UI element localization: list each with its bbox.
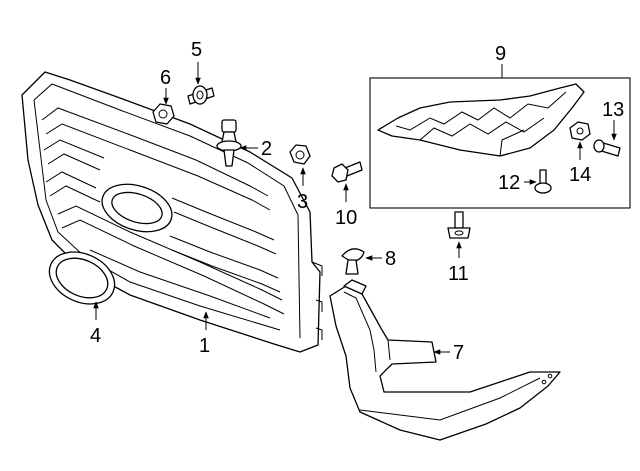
callout-13: 13 <box>602 99 624 121</box>
callout-11: 11 <box>448 263 469 285</box>
bracket-bolt-13 <box>593 139 621 157</box>
callout-8: 8 <box>385 248 396 270</box>
rivet-clip <box>216 119 242 167</box>
bracket-stud-12 <box>534 169 552 194</box>
bolt-10 <box>331 161 363 183</box>
emblem <box>48 251 116 305</box>
reinforcement-box <box>369 77 631 209</box>
callout-7: 7 <box>453 342 464 364</box>
callout-12: 12 <box>498 172 520 194</box>
grille-bracket <box>329 279 561 441</box>
callout-3: 3 <box>297 191 308 213</box>
callout-1: 1 <box>199 335 210 357</box>
callout-10: 10 <box>335 207 357 229</box>
callout-9: 9 <box>495 43 506 65</box>
callout-2: 2 <box>261 138 272 160</box>
callout-4: 4 <box>90 325 101 347</box>
clip-nut <box>289 144 311 165</box>
callout-6: 6 <box>160 67 171 89</box>
callout-5: 5 <box>191 39 202 61</box>
reinforcement-bracket <box>377 83 585 157</box>
leader-lines <box>93 62 617 355</box>
grille-assembly <box>21 71 323 353</box>
nut-fastener <box>152 103 175 125</box>
callout-14: 14 <box>569 164 591 186</box>
bolt-11 <box>447 211 471 239</box>
push-pin-fastener <box>187 85 215 105</box>
push-retainer <box>341 248 365 275</box>
bracket-nut-14 <box>569 121 591 141</box>
